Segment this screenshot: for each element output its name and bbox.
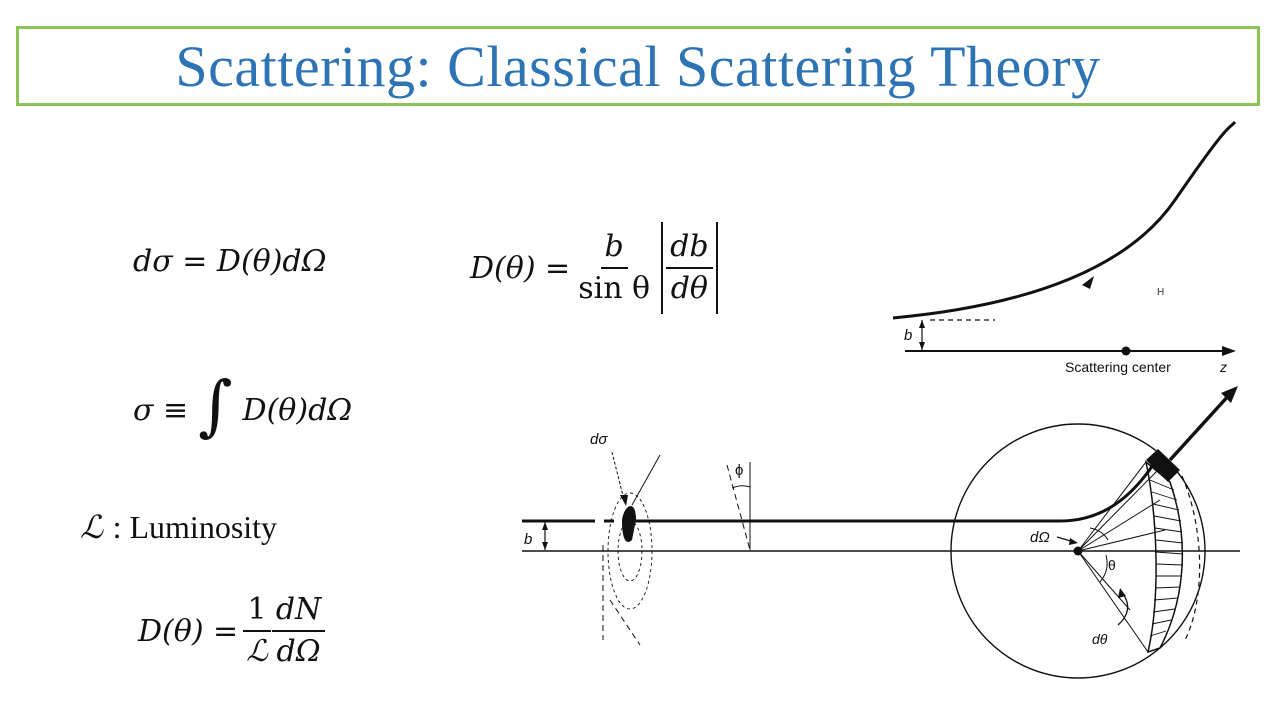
eq4-fraction-1: 1 ℒ [242, 592, 272, 670]
label-domega: dΩ [1030, 529, 1050, 546]
label-z: z [1219, 359, 1227, 375]
phi-arc [731, 485, 751, 489]
bottom-b-arrow-up [542, 522, 548, 530]
ring-hatching [1149, 479, 1184, 637]
eq3-rhs: D(θ)dΩ [242, 392, 353, 428]
label-top-h: H [1157, 287, 1164, 298]
dsigma-pointer-head [620, 495, 628, 506]
label-scattering-center: Scattering center [1065, 359, 1171, 375]
luminosity-label: : Luminosity [112, 509, 278, 545]
dsigma-ring-inner [617, 520, 643, 582]
solid-angle-diagram: dσ ϕ b dΩ θ dθ [522, 386, 1240, 679]
label-phi: ϕ [735, 462, 743, 479]
eq4-fraction-2: dN dΩ [271, 592, 326, 670]
eq2-fraction: b sin θ [574, 229, 654, 307]
luminosity-definition: ℒ : Luminosity [80, 508, 277, 546]
dsigma-slant-line [631, 454, 661, 506]
eq4-lhs: D(θ) = [138, 613, 239, 649]
title-box: Scattering: Classical Scattering Theory [16, 26, 1260, 106]
deflected-trajectory [1059, 461, 1157, 523]
outgoing-arrow [1221, 386, 1238, 403]
domega-arc [1089, 527, 1109, 541]
eq2-numerator: b [600, 229, 628, 269]
eq4-frac1-num: 1 [243, 592, 271, 632]
dsigma-vertical-2 [609, 599, 641, 646]
detector-patch [1146, 449, 1180, 482]
equation-d-theta-definition: D(θ) = b sin θ db dθ [470, 222, 721, 314]
dtheta-pointer [1117, 591, 1129, 626]
eq2-denominator: sin θ [578, 271, 651, 306]
bottom-scattering-center [1073, 546, 1083, 556]
label-theta: θ [1108, 557, 1116, 573]
abs-bar-right [715, 222, 718, 314]
label-dsigma: dσ [590, 431, 608, 448]
outgoing-ray [1168, 392, 1232, 462]
label-bottom-b: b [524, 531, 532, 548]
integral-sign: ∫ [198, 367, 233, 444]
equation-dsigma: dσ = D(θ)dΩ [133, 244, 327, 279]
dsigma-ring-outer [607, 492, 653, 610]
phi-line-1 [726, 464, 751, 551]
equation-d-theta-luminosity: D(θ) = 1 ℒ dN dΩ [138, 592, 329, 670]
eq4-frac2-num: dN [271, 592, 326, 632]
theta-arc [1099, 554, 1108, 583]
scattering-rays [1077, 461, 1166, 653]
ring-dashed-arc [1181, 475, 1201, 641]
eq4-frac1-den: ℒ [246, 634, 268, 669]
z-axis-arrow [1222, 346, 1236, 356]
abs-bar-left [661, 222, 664, 314]
dsigma-element [622, 506, 636, 542]
eq2-derivative: db dθ [666, 229, 713, 307]
equation-dsigma-text: dσ = D(θ)dΩ [133, 244, 327, 279]
label-top-b: b [904, 327, 912, 344]
detector-sphere [950, 423, 1206, 679]
eq3-lhs: σ ≡ [133, 392, 189, 428]
label-dtheta: dθ [1092, 631, 1108, 647]
impact-b-arrow-down [919, 342, 925, 350]
eq4-frac2-den: dΩ [276, 634, 321, 669]
eq2-derivative-den: dθ [670, 271, 708, 306]
eq2-lhs: D(θ) = [470, 250, 571, 286]
eq2-derivative-num: db [666, 229, 713, 269]
trajectory-diagram-group: b H Scattering center z [892, 120, 1237, 375]
dsigma-pointer [611, 451, 625, 501]
scattering-center-dot [1121, 346, 1131, 356]
trajectory-arrow [1082, 276, 1094, 289]
luminosity-symbol: ℒ [80, 508, 104, 546]
impact-b-arrow-up [919, 320, 925, 328]
trajectory-curve [892, 120, 1237, 320]
equation-total-cross-section: σ ≡ ∫ D(θ)dΩ [133, 373, 353, 440]
domega-pointer [1056, 536, 1075, 543]
scattering-ring-band [1144, 460, 1184, 654]
bottom-b-arrow-down [542, 542, 548, 550]
slide-title: Scattering: Classical Scattering Theory [175, 33, 1101, 99]
dtheta-pointer-head [1118, 588, 1126, 598]
domega-pointer-head [1069, 538, 1078, 545]
